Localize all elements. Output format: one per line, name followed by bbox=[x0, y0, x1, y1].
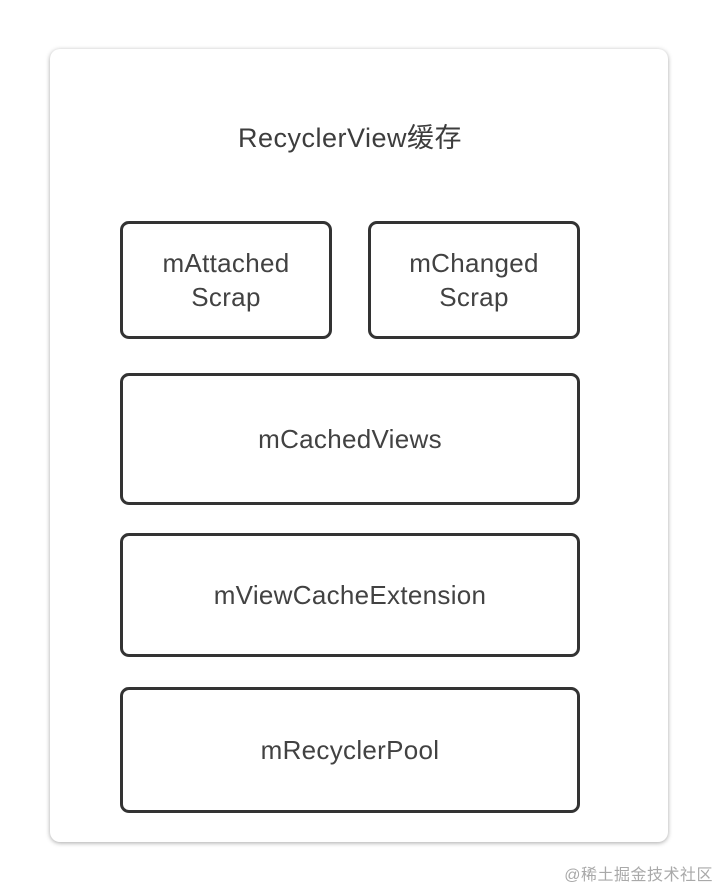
box-mrecyclerpool: mRecyclerPool bbox=[120, 687, 580, 813]
box-mchanged-scrap: mChanged Scrap bbox=[368, 221, 580, 339]
scrap-row: mAttached Scrap mChanged Scrap bbox=[120, 221, 580, 339]
watermark: @稀土掘金技术社区 bbox=[564, 867, 713, 884]
diagram-content: mAttached Scrap mChanged Scrap mCachedVi… bbox=[120, 221, 580, 813]
box-mviewcacheextension: mViewCacheExtension bbox=[120, 533, 580, 657]
diagram-card: RecyclerView缓存 mAttached Scrap mChanged … bbox=[50, 49, 668, 842]
box-mcachedviews: mCachedViews bbox=[120, 373, 580, 505]
diagram-title: RecyclerView缓存 bbox=[237, 123, 463, 153]
box-mattached-scrap: mAttached Scrap bbox=[120, 221, 332, 339]
